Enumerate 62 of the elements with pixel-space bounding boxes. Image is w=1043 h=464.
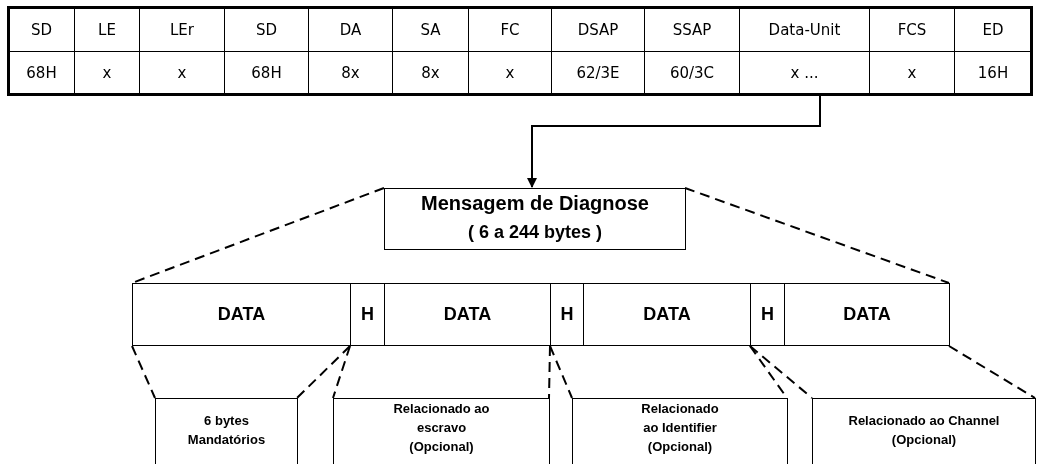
size-note: ( 6 a 244 bytes ) — [466, 221, 604, 244]
header-cell-text: SA — [419, 20, 442, 41]
table-column — [140, 8, 225, 94]
value-cell-text: 68H — [250, 63, 283, 84]
description-text: 6 bytes Mandatórios — [186, 412, 267, 449]
dashed-line — [548, 345, 551, 399]
table-column — [9, 8, 75, 94]
value-cell-text: 8x — [340, 63, 361, 84]
value-cell-text: 60/3C — [668, 63, 716, 84]
table-column — [309, 8, 393, 94]
description-text: Relacionado ao escravo (Opcional) — [392, 400, 491, 456]
value-cell-text: 16H — [976, 63, 1010, 84]
description-box — [812, 398, 1036, 464]
header-cell-text: ED — [981, 20, 1005, 41]
frame-segment: DATA — [132, 283, 351, 346]
description-box — [572, 398, 788, 464]
header-cell-text: LEr — [169, 20, 195, 41]
dashed-line — [549, 345, 573, 399]
table-column — [75, 8, 140, 94]
frame-segment: H — [350, 283, 385, 346]
frame-segment: H — [550, 283, 584, 346]
arrow — [527, 93, 821, 188]
dashed-line — [749, 345, 813, 399]
header-cell-text: LE — [97, 20, 117, 41]
value-cell-text: 68H — [25, 63, 58, 84]
message-box — [384, 188, 686, 250]
description-box — [333, 398, 550, 464]
table-column — [469, 8, 552, 94]
value-cell-text: 8x — [420, 63, 441, 84]
header-cell-text: SSAP — [671, 20, 713, 41]
table-column — [225, 8, 309, 94]
box-title: Mensagem de Diagnose — [420, 191, 650, 216]
description-text: Relacionado ao Identifier (Opcional) — [640, 400, 720, 456]
dashed-line — [948, 345, 1036, 399]
value-cell-text: x — [176, 63, 188, 84]
header-cell-text: SD — [254, 20, 279, 41]
description-text: Relacionado ao Channel (Opcional) — [847, 412, 1001, 449]
frame-segment: DATA — [384, 283, 551, 346]
header-cell-text: FC — [499, 20, 521, 41]
value-cell-text: 62/3E — [575, 63, 621, 84]
dashed-line — [332, 345, 351, 399]
header-cell-text: DA — [338, 20, 363, 41]
dashed-line — [684, 187, 950, 284]
table-column — [740, 8, 870, 94]
dashed-line — [131, 345, 156, 399]
description-box — [155, 398, 298, 464]
table-column — [870, 8, 955, 94]
value-cell-text: x ... — [789, 63, 820, 84]
value-cell-text: x — [101, 63, 113, 84]
value-cell-text: x — [906, 63, 918, 84]
header-cell-text: SD — [29, 20, 54, 41]
header-cell-text: Data-Unit — [767, 20, 842, 41]
table-column — [552, 8, 645, 94]
table-column — [393, 8, 469, 94]
value-cell-text: x — [504, 63, 516, 84]
dashed-line — [296, 345, 351, 399]
header-cell-text: FCS — [896, 20, 928, 41]
table-column — [645, 8, 740, 94]
frame-segment: DATA — [583, 283, 751, 346]
header-cell-text: DSAP — [576, 20, 620, 41]
frame-segment: DATA — [784, 283, 950, 346]
frame-segment: H — [750, 283, 785, 346]
